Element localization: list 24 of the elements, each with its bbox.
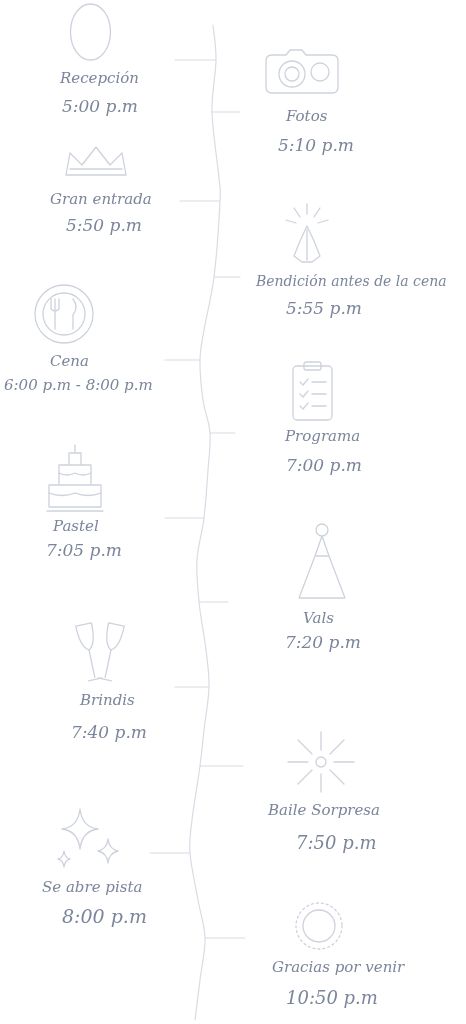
event-name: Baile Sorpresa [268, 802, 380, 820]
event-time: 5:00 p.m [62, 97, 138, 117]
event-time: 5:10 p.m [278, 136, 354, 156]
event-name: Cena [50, 353, 89, 371]
event-name: Fotos [286, 108, 328, 126]
event-name: Gracias por venir [272, 959, 405, 977]
event-name: Bendición antes de la cena [256, 273, 447, 290]
event-time: 5:50 p.m [66, 216, 142, 236]
event-time: 7:40 p.m [71, 723, 147, 743]
event-time: 7:00 p.m [286, 456, 362, 476]
event-name: Gran entrada [50, 191, 152, 209]
event-time: 7:05 p.m [46, 541, 122, 561]
event-time: 6:00 p.m - 8:00 p.m [4, 377, 153, 395]
event-name: Brindis [80, 692, 135, 710]
event-time: 8:00 p.m [62, 906, 147, 928]
event-name: Recepción [60, 70, 139, 88]
event-name: Pastel [53, 518, 99, 536]
event-time: 7:20 p.m [285, 633, 361, 653]
event-name: Programa [285, 428, 361, 446]
event-time: 10:50 p.m [286, 988, 378, 1009]
event-time: 7:50 p.m [296, 833, 377, 854]
event-time: 5:55 p.m [286, 299, 362, 319]
event-name: Se abre pista [42, 879, 143, 897]
event-name: Vals [303, 610, 334, 628]
